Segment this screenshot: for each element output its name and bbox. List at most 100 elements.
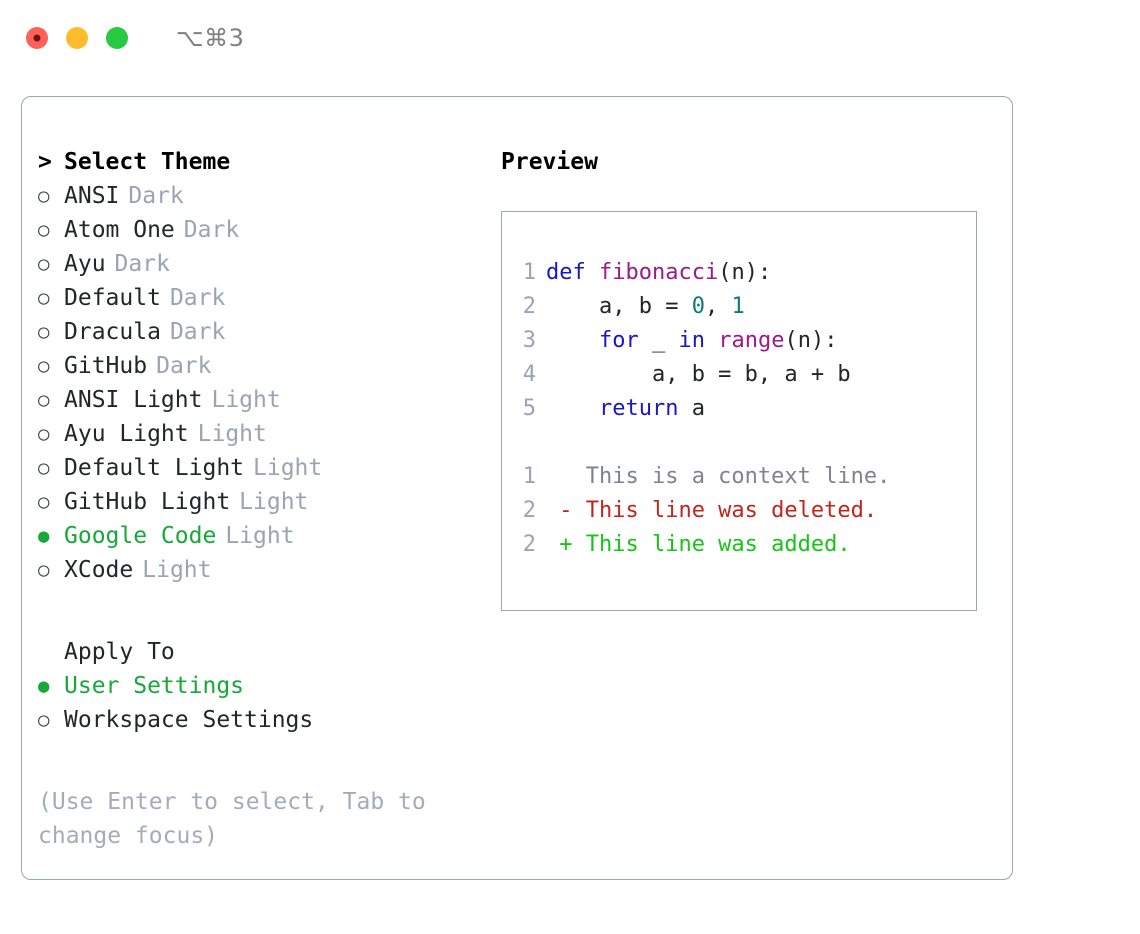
theme-item-label: Google Code [64, 523, 217, 549]
theme-item-label: Atom One [64, 217, 175, 243]
keyboard-hint: (Use Enter to select, Tab to change focu… [38, 785, 448, 853]
theme-item[interactable]: ○ Default Light Light [38, 451, 468, 485]
theme-item-variant: Light [239, 489, 309, 515]
line-number: 2 [522, 532, 536, 557]
title-bar: ⌥⌘3 [0, 0, 1140, 76]
theme-item[interactable]: ○ Ayu Light Light [38, 417, 468, 451]
prompt-caret-icon: > [38, 149, 52, 175]
radio-selected-icon: ● [38, 675, 50, 697]
diff-line: 2 - This line was deleted. [502, 494, 976, 528]
theme-item-label: Default Light [64, 455, 245, 481]
theme-item-label: Ayu Light [64, 421, 189, 447]
code-line-text: for _ in range(n): [546, 324, 837, 358]
theme-item-variant: Dark [114, 251, 170, 277]
hint-line-2: change focus) [38, 823, 219, 849]
theme-item-label: XCode [64, 557, 134, 583]
theme-item-variant: Dark [183, 217, 240, 243]
line-number: 3 [522, 328, 536, 353]
code-token-num: 0 [691, 294, 705, 319]
radio-unselected-icon: ○ [38, 253, 50, 275]
code-token-plain: , [704, 294, 732, 319]
radio-selected-icon: ● [38, 525, 50, 547]
code-token-plain: a, b = b, a + b [546, 362, 851, 387]
radio-unselected-icon: ○ [38, 423, 50, 445]
theme-item[interactable]: ○ Default Dark [38, 281, 468, 315]
apply-to-item-label: Workspace Settings [64, 707, 314, 733]
window-controls [26, 27, 128, 49]
radio-unselected-icon: ○ [38, 355, 50, 377]
code-line: 2 a, b = 0, 1 [502, 290, 976, 324]
theme-item-label: Default [64, 285, 161, 311]
code-token-plain: a [678, 396, 705, 421]
theme-item-variant: Light [197, 421, 267, 447]
section-spacer [38, 587, 468, 635]
theme-item-variant: Light [142, 557, 212, 583]
theme-item-variant: Dark [169, 285, 226, 311]
code-line-text: a, b = b, a + b [546, 358, 851, 392]
theme-item[interactable]: ● Google Code Light [38, 519, 468, 553]
close-button[interactable] [26, 27, 48, 49]
code-token-punct: (n): [784, 328, 838, 353]
hint-spacer [38, 737, 468, 785]
line-number: 1 [522, 260, 536, 285]
theme-item-label: ANSI [64, 183, 120, 209]
apply-to-item[interactable]: ●User Settings [38, 669, 468, 703]
code-line: 3 for _ in range(n): [502, 324, 976, 358]
radio-unselected-icon: ○ [38, 709, 50, 731]
minimize-button[interactable] [66, 27, 88, 49]
theme-item[interactable]: ○ Atom One Dark [38, 213, 468, 247]
radio-unselected-icon: ○ [38, 321, 50, 343]
theme-item-label: ANSI Light [64, 387, 203, 413]
radio-unselected-icon: ○ [38, 457, 50, 479]
line-number: 4 [522, 362, 536, 387]
code-token-kw: def [546, 260, 599, 285]
diff-spacer [502, 426, 976, 460]
code-token-kw: in [678, 328, 705, 353]
code-token-plain: _ [638, 328, 679, 353]
select-theme-label: Select Theme [64, 149, 231, 175]
code-line-text: a, b = 0, 1 [546, 290, 745, 324]
theme-item-variant: Dark [169, 319, 226, 345]
theme-item-variant: Light [211, 387, 281, 413]
code-line: 5 return a [502, 392, 976, 426]
code-token-kw: for [598, 328, 639, 353]
maximize-button[interactable] [106, 27, 128, 49]
theme-item-variant: Light [253, 455, 323, 481]
code-token-plain [546, 328, 599, 353]
line-number: 2 [522, 498, 536, 523]
radio-unselected-icon: ○ [38, 219, 50, 241]
code-token-num: 1 [731, 294, 745, 319]
code-line: 4 a, b = b, a + b [502, 358, 976, 392]
theme-item-variant: Light [225, 523, 295, 549]
preview-title: Preview [501, 149, 598, 175]
line-number: 5 [522, 396, 536, 421]
code-token-punct: (n): [718, 260, 772, 285]
theme-item[interactable]: ○ GitHub Dark [38, 349, 468, 383]
code-token-plain [546, 396, 599, 421]
diff-sample: 1 This is a context line.2 - This line w… [502, 460, 976, 562]
diff-line: 2 + This line was added. [502, 528, 976, 562]
theme-item-label: GitHub [64, 353, 148, 379]
apply-to-list: ●User Settings ○ Workspace Settings [38, 669, 468, 737]
line-number: 1 [522, 464, 536, 489]
radio-unselected-icon: ○ [38, 559, 50, 581]
apply-to-heading: Apply To [64, 639, 175, 665]
radio-unselected-icon: ○ [38, 287, 50, 309]
theme-item-variant: Dark [156, 353, 212, 379]
theme-item[interactable]: ○ XCode Light [38, 553, 468, 587]
apply-to-item[interactable]: ○ Workspace Settings [38, 703, 468, 737]
code-token-plain: a, b = [546, 294, 692, 319]
